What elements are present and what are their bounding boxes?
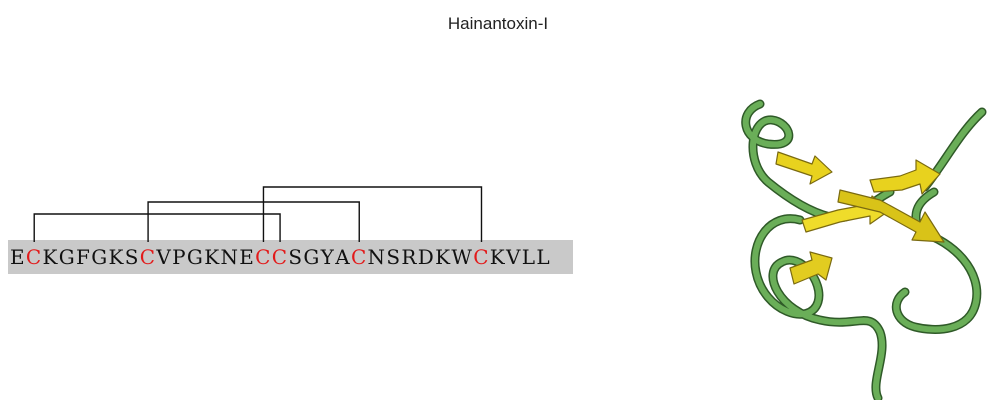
protein-ribbon-structure [741,99,987,400]
residue-letter: K [489,245,507,269]
sequence-band [8,240,573,274]
cysteine-residue: C [271,245,289,269]
cysteine-residue: C [139,245,157,269]
residue-letter: G [58,245,77,269]
residue-letter: P [172,245,187,269]
residue-letter: G [186,245,205,269]
residue-letter: K [204,245,221,269]
disulfide-bond-line [147,201,360,242]
cysteine-residue: C [350,245,368,269]
residue-letter: E [239,245,256,269]
residue-letter: S [288,245,304,269]
residue-letter: N [220,245,240,269]
residue-letter: A [335,245,351,269]
residue-letter: L [536,245,551,269]
residue-letter: V [156,245,173,269]
residue-letter: Y [320,245,336,269]
residue-letter: F [76,245,92,269]
residue-letter: R [401,245,418,269]
cysteine-residue: C [473,245,490,269]
residue-letter: N [367,245,387,269]
residue-letter: K [108,245,125,269]
residue-letter: S [386,245,402,269]
residue-letter: L [521,245,537,269]
residue-letter: D [417,245,436,269]
residue-letter: G [91,245,109,269]
residue-letter: V [506,245,522,269]
disulfide-bond-line [262,186,483,242]
residue-letter: K [42,245,59,269]
residue-letter: E [10,245,26,269]
cysteine-residue: C [255,245,272,269]
residue-letter: K [435,245,452,269]
residue-letter: W [451,245,474,269]
residue-letter: G [303,245,321,269]
residue-letter: S [124,245,140,269]
disulfide-bond-line [33,213,281,242]
figure-title: Hainantoxin-I [447,14,549,33]
cysteine-residue: C [25,245,43,269]
peptide-sequence: ECKGFGKSCVPGKNECCSGYACNSRDKWCKVLL [10,244,551,270]
